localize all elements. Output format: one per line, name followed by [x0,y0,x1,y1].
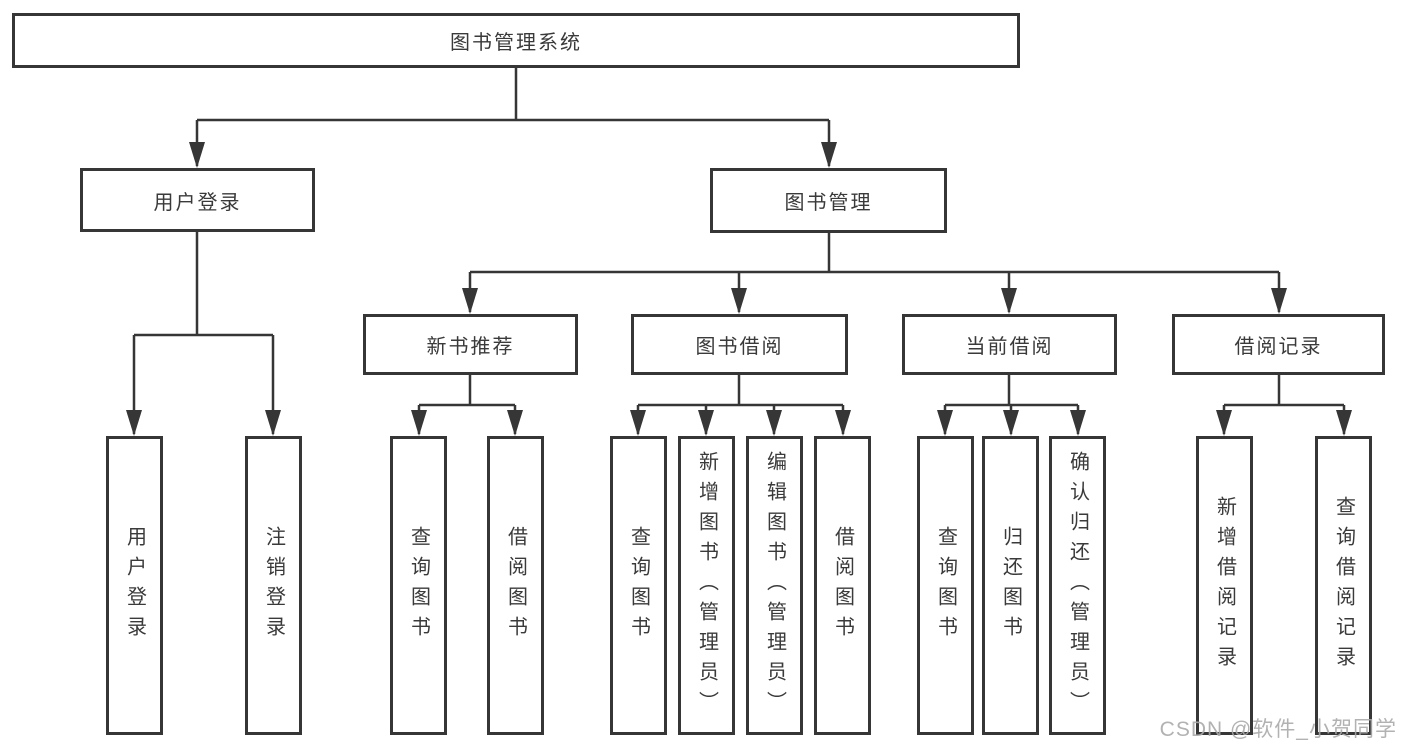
node-confirm-return-admin: 确认归还（管理员） [1049,436,1106,735]
arrowhead-icon [507,410,523,436]
node-label: 新书推荐 [426,336,515,358]
node-new-book-recommendation: 新书推荐 [363,314,578,375]
node-label: 图书借阅 [695,336,784,358]
node-label: 查询图书 [627,525,650,646]
arrowhead-icon [1216,410,1232,436]
node-label: 查询图书 [934,525,957,646]
node-label: 图书管理 [784,192,873,214]
arrowhead-icons [126,142,1352,436]
connector-book-borrowing-to-leaves [636,375,845,434]
connector-new-book-recommendation-to-leaves [417,375,517,434]
node-label: 借阅图书 [504,525,527,646]
node-query-borrow-record: 查询借阅记录 [1315,436,1372,735]
arrowhead-icon [1070,410,1086,436]
arrowhead-icon [1001,288,1017,314]
node-label: 用户登录 [123,525,146,646]
node-logout-leaf: 注销登录 [245,436,302,735]
arrowhead-icon [821,142,837,168]
node-add-borrow-record: 新增借阅记录 [1196,436,1253,735]
node-add-book-admin: 新增图书（管理员） [678,436,735,735]
arrowhead-icon [462,288,478,314]
node-borrow-books-borrowing: 借阅图书 [814,436,871,735]
csdn-watermark: CSDN @软件_小贺同学 [1159,718,1397,741]
node-query-books-current: 查询图书 [917,436,974,735]
node-label: 图书管理系统 [450,32,582,54]
node-user-login: 用户登录 [80,168,315,232]
node-label: 新增图书（管理员） [695,450,718,721]
node-label: 查询图书 [407,525,430,646]
node-label: 新增借阅记录 [1213,495,1236,676]
node-current-borrowing: 当前借阅 [902,314,1117,375]
connector-borrowing-records-to-leaves [1222,375,1346,434]
arrowhead-icon [630,410,646,436]
node-label: 编辑图书（管理员） [763,450,786,721]
node-label: 确认归还（管理员） [1066,450,1089,721]
node-book-management: 图书管理 [710,168,947,233]
node-edit-book-admin: 编辑图书（管理员） [746,436,803,735]
arrowhead-icon [766,410,782,436]
node-borrow-books-recommendation: 借阅图书 [487,436,544,735]
node-return-books: 归还图书 [982,436,1039,735]
node-library-system: 图书管理系统 [12,13,1020,68]
arrowhead-icon [1336,410,1352,436]
node-label: 注销登录 [262,525,285,646]
arrowhead-icon [731,288,747,314]
node-borrowing-records: 借阅记录 [1172,314,1385,375]
node-query-books-borrowing: 查询图书 [610,436,667,735]
arrowhead-icon [126,410,142,436]
arrowhead-icon [189,142,205,168]
node-label: 借阅记录 [1234,336,1323,358]
node-label: 借阅图书 [831,525,854,646]
connector-root-to-level2 [195,68,831,166]
arrowhead-icon [411,410,427,436]
node-query-books-recommendation: 查询图书 [390,436,447,735]
connector-book-management-to-level3 [468,233,1281,312]
node-book-borrowing: 图书借阅 [631,314,848,375]
node-label: 用户登录 [153,191,242,214]
arrowhead-icon [698,410,714,436]
arrowhead-icon [1271,288,1287,314]
node-label: 查询借阅记录 [1332,495,1355,676]
arrowhead-icon [937,410,953,436]
connector-user-login-to-leaves [132,232,275,434]
arrowhead-icon [265,410,281,436]
node-label: 当前借阅 [965,336,1054,358]
node-label: 归还图书 [999,525,1022,646]
arrowhead-icon [1003,410,1019,436]
node-user-login-leaf: 用户登录 [106,436,163,735]
arrowhead-icon [835,410,851,436]
